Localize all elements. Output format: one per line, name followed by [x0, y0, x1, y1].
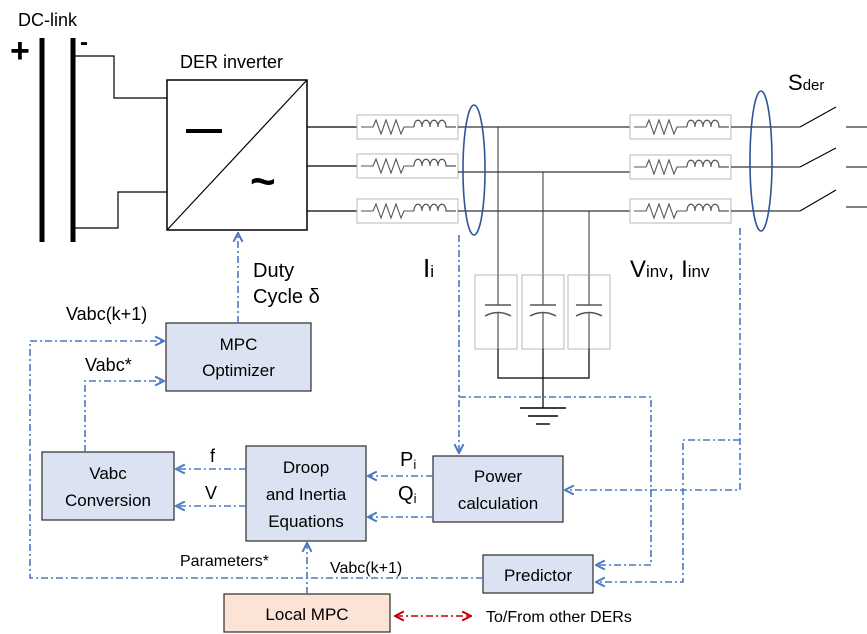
- resistor-icon: [634, 202, 687, 220]
- droop-line2: and Inertia: [266, 485, 347, 504]
- filter-inductors-left: [356, 114, 459, 224]
- ii-label: Ii: [423, 253, 434, 283]
- capacitor-icon: [484, 311, 512, 317]
- power-calculation-box[interactable]: [432, 455, 564, 523]
- local-mpc-block[interactable]: Local MPC: [223, 593, 391, 633]
- droop-inertia-block[interactable]: Droop and Inertia Equations: [245, 445, 367, 542]
- rl-right-b: [629, 154, 732, 180]
- local-mpc-label: Local MPC: [265, 605, 348, 624]
- capacitor-icon: [529, 311, 557, 317]
- rl-right-c: [629, 198, 732, 224]
- power-calc-line2: calculation: [458, 494, 538, 513]
- mpc-optimizer-line1: MPC: [220, 335, 258, 354]
- switch-sder: Sder: [731, 70, 867, 212]
- power-calculation-block[interactable]: Power calculation: [432, 455, 564, 523]
- predictor-input-1: [459, 396, 652, 565]
- mpc-optimizer-box[interactable]: [165, 322, 312, 392]
- capacitor-bank: [474, 274, 611, 425]
- rl-left-b-box: [356, 153, 459, 179]
- der-inverter: DER inverter ~: [166, 52, 357, 231]
- predictor-label: Predictor: [504, 566, 572, 585]
- resistor-icon: [361, 118, 414, 136]
- f-label: f: [210, 446, 216, 466]
- sensor-vinv-iinv: [749, 90, 773, 232]
- inductor-icon: [686, 159, 729, 168]
- inductor-icon: [413, 158, 456, 167]
- rl-right-b-box: [629, 154, 732, 180]
- droop-line3: Equations: [268, 512, 344, 531]
- vabc-conversion-box[interactable]: [41, 451, 175, 521]
- parameters-label: Parameters*: [180, 553, 269, 570]
- local-mpc-box[interactable]: [223, 593, 391, 633]
- capacitor-b: [521, 274, 565, 350]
- der-inverter-label: DER inverter: [180, 52, 283, 72]
- switch-blade-a: [799, 106, 837, 128]
- dc-wire-bottom: [73, 191, 167, 229]
- dc-link: DC-link + -: [10, 10, 167, 242]
- rl-right-a: [629, 114, 732, 140]
- vabc-star-label: Vabc*: [85, 355, 132, 375]
- signal-paths: [29, 228, 741, 616]
- rl-left-b: [356, 153, 459, 179]
- inverter-diagonal: [166, 79, 308, 231]
- phase-lines: [458, 126, 630, 275]
- q-label: Qi: [398, 483, 417, 506]
- vabc-star-signal: [84, 381, 163, 452]
- p-label: Pi: [400, 449, 416, 472]
- duty-label-line2: Cycle δ: [253, 286, 320, 308]
- vabc-k1-bottom-label: Vabc(k+1): [330, 560, 402, 577]
- power-calc-line1: Power: [474, 467, 523, 486]
- resistor-icon: [361, 157, 414, 175]
- capacitor-icon: [575, 311, 603, 317]
- vabc-conversion-line2: Conversion: [65, 491, 151, 510]
- resistor-icon: [361, 202, 414, 220]
- resistor-icon: [634, 118, 687, 136]
- inductor-icon: [413, 119, 456, 128]
- switch-blade-b: [799, 147, 837, 168]
- dc-link-label: DC-link: [18, 10, 78, 30]
- filter-inductors-right: [629, 114, 732, 224]
- v-label: V: [205, 483, 217, 503]
- dc-minus-sign: -: [80, 29, 88, 56]
- duty-label-line1: Duty: [253, 260, 294, 282]
- vabc-k1-top-label: Vabc(k+1): [66, 304, 147, 324]
- inductor-icon: [686, 119, 729, 128]
- predictor-box[interactable]: [482, 554, 594, 594]
- ground-icon: [520, 407, 566, 425]
- mpc-optimizer-line2: Optimizer: [202, 361, 275, 380]
- vinv-measurement-signal: [566, 228, 741, 490]
- dc-plus-sign: +: [10, 32, 30, 70]
- dc-wire-top: [73, 55, 167, 99]
- inductor-icon: [413, 203, 456, 212]
- rl-left-a: [356, 114, 459, 140]
- to-from-label: To/From other DERs: [486, 609, 632, 626]
- capacitor-c: [567, 274, 611, 350]
- sder-label: Sder: [788, 70, 824, 95]
- droop-inertia-box[interactable]: [245, 445, 367, 542]
- droop-line1: Droop: [283, 458, 329, 477]
- capacitor-a: [474, 274, 518, 350]
- vabc-conversion-block[interactable]: Vabc Conversion: [41, 451, 175, 521]
- rl-left-c: [356, 198, 459, 224]
- predictor-block[interactable]: Predictor: [482, 554, 594, 594]
- inverter-ac-symbol: ~: [250, 157, 276, 206]
- vabc-conversion-line1: Vabc: [89, 464, 127, 483]
- current-sensor-ii: [462, 104, 486, 236]
- vabc-k1-feedback: [29, 341, 483, 579]
- vinv-iinv-label: Vinv, Iinv: [630, 256, 710, 283]
- switch-blade-c: [799, 189, 837, 212]
- mpc-optimizer-block[interactable]: MPC Optimizer: [165, 322, 312, 392]
- resistor-icon: [634, 158, 687, 176]
- predictor-input-2: [597, 439, 740, 582]
- inductor-icon: [686, 203, 729, 212]
